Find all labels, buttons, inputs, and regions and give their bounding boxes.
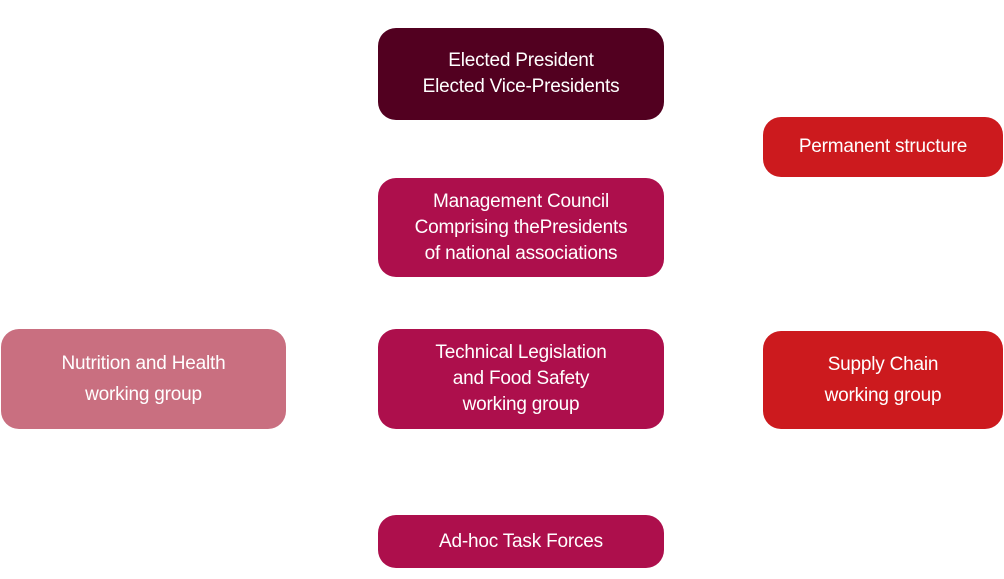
task-forces-box: Ad-hoc Task Forces	[378, 515, 664, 568]
council-line-2: Comprising thePresidents	[414, 216, 628, 238]
supply-line-1: Supply Chain	[827, 354, 939, 375]
permanent-structure-box: Permanent structure	[763, 117, 1003, 177]
supply-chain-box: Supply Chain working group	[763, 331, 1003, 429]
elected-president-box: Elected President Elected Vice-President…	[378, 28, 664, 120]
supply-line-2: working group	[824, 385, 942, 406]
taskforces-line-1: Ad-hoc Task Forces	[439, 530, 603, 552]
nutrition-line-2: working group	[85, 384, 202, 405]
permanent-line-1: Permanent structure	[798, 136, 968, 157]
management-council-box: Management Council Comprising thePreside…	[378, 178, 664, 277]
technical-legislation-box: Technical Legislation and Food Safety wo…	[378, 329, 664, 429]
nutrition-health-box: Nutrition and Health working group	[1, 329, 286, 429]
council-line-1: Management Council	[433, 190, 609, 212]
president-line-1: Elected President	[448, 50, 594, 71]
technical-line-2: and Food Safety	[452, 368, 590, 389]
president-line-2: Elected Vice-Presidents	[422, 76, 620, 97]
council-line-3: of national associations	[424, 242, 618, 264]
technical-line-3: working group	[462, 394, 580, 415]
nutrition-line-1: Nutrition and Health	[61, 353, 226, 374]
technical-line-1: Technical Legislation	[435, 342, 607, 363]
